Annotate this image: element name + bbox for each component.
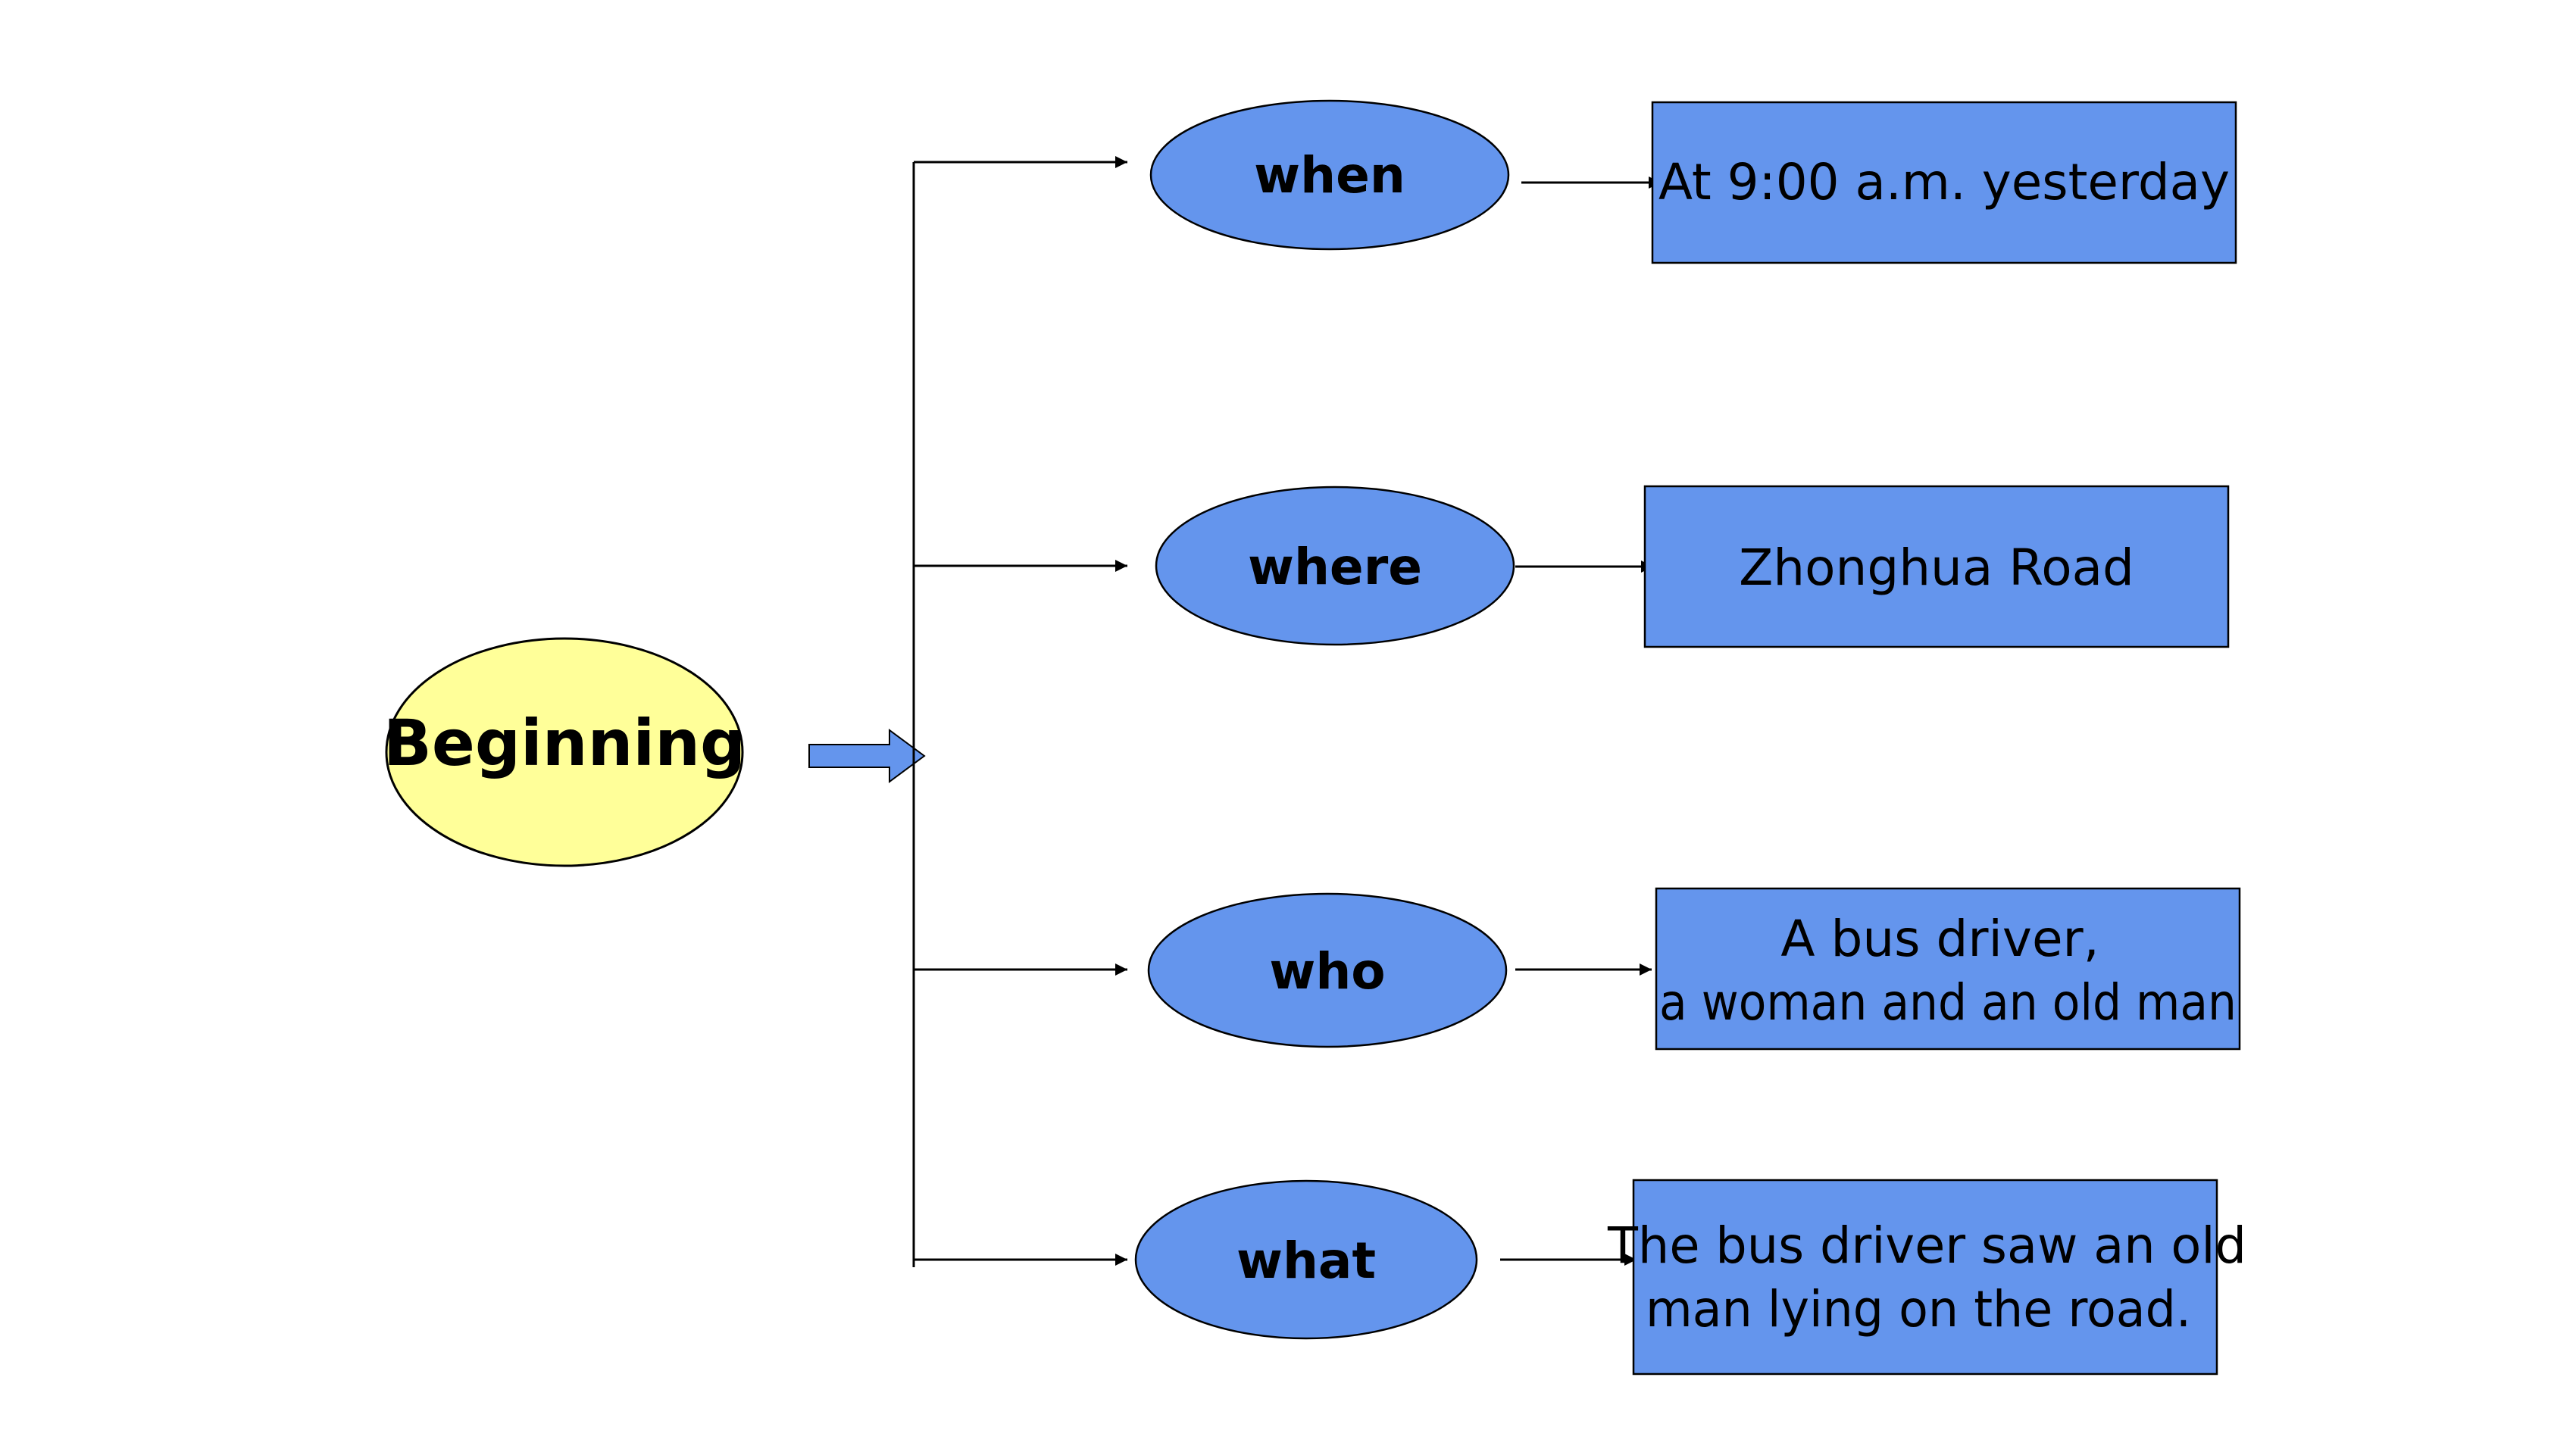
question-node-when [1149,99,1510,251]
answer-line: A bus driver, [1780,910,2099,968]
block-arrow-icon [808,729,926,783]
question-label-where: where [1248,538,1422,596]
question-node-who [1147,892,1508,1048]
root-node: Beginning [383,637,746,867]
branch-who: who A bus driver, a woman and an old man [914,887,2241,1051]
answer-text-what: The bus driver saw an old man lying on t… [1607,1216,2262,1338]
question-label-who: who [1269,942,1385,1001]
branch-where: where Zhonghua Road [914,485,2230,648]
question-node-where [1155,486,1515,646]
answer-box-who [1655,887,2241,1051]
answer-box-when [1651,101,2237,264]
answer-line: At 9:00 a.m. yesterday [1658,153,2230,211]
branch-when: when At 9:00 a.m. yesterday [914,99,2237,264]
root-node-shape [385,637,744,867]
root-node-label: Beginning [383,706,746,780]
answer-text-where: Zhonghua Road [1739,539,2134,597]
question-label-when: when [1254,146,1405,205]
answer-box-where [1643,485,2230,648]
branch-what: what The bus driver saw an old man lying… [914,1179,2262,1376]
answer-line: a woman and an old man [1659,973,2237,1032]
answer-box-what [1632,1179,2218,1376]
answer-line: The bus driver saw an old [1607,1216,2246,1275]
answer-line: Zhonghua Road [1739,539,2134,597]
question-node-what [1134,1179,1478,1340]
answer-text-who: A bus driver, a woman and an old man [1659,910,2237,1032]
question-label-what: what [1236,1232,1376,1290]
answer-text-when: At 9:00 a.m. yesterday [1658,153,2230,211]
answer-line: man lying on the road. [1646,1280,2191,1338]
